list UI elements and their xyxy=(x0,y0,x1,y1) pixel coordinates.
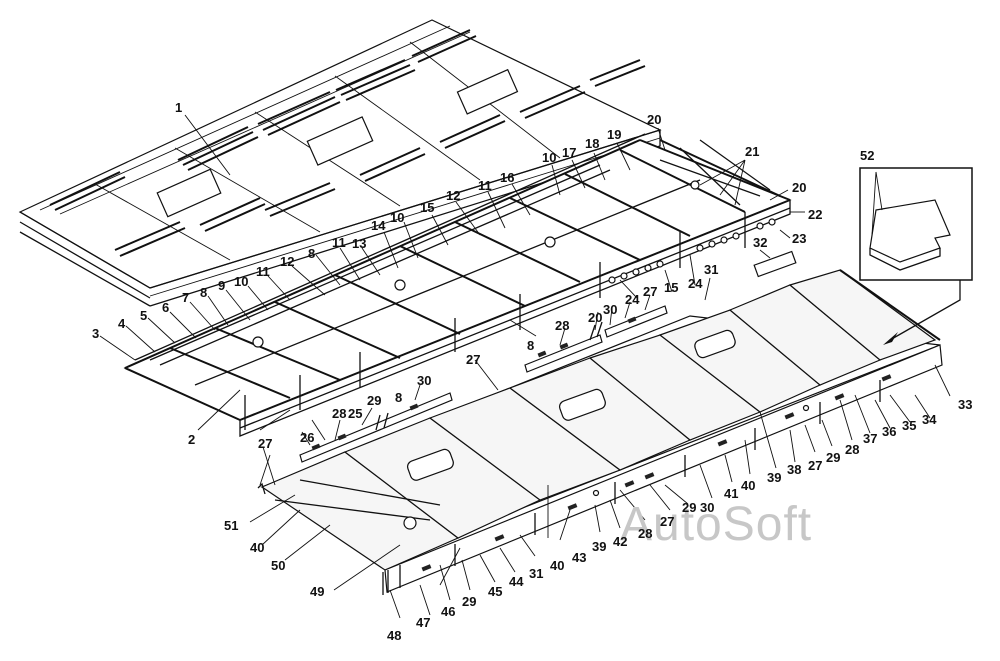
callout-49: 49 xyxy=(310,584,324,599)
part-32 xyxy=(753,250,797,278)
callout-12-b: 12 xyxy=(446,188,460,203)
callout-6: 6 xyxy=(162,300,169,315)
callout-19: 19 xyxy=(607,127,621,142)
callout-27-e: 27 xyxy=(808,458,822,473)
callout-37: 37 xyxy=(863,431,877,446)
callout-50: 50 xyxy=(271,558,285,573)
callout-8-a: 8 xyxy=(200,285,207,300)
callout-21: 21 xyxy=(745,144,759,159)
frame-side-openings xyxy=(244,212,776,430)
callout-25: 25 xyxy=(348,406,362,421)
frame-cross-members xyxy=(149,139,781,399)
callout-34: 34 xyxy=(922,412,937,427)
callout-11-c: 11 xyxy=(478,178,492,193)
callout-12-a: 12 xyxy=(280,254,294,269)
callout-20-a: 20 xyxy=(647,112,661,127)
callout-16: 16 xyxy=(500,170,514,185)
callout-33: 33 xyxy=(958,397,972,412)
callout-45: 45 xyxy=(488,584,502,599)
callout-28-d: 28 xyxy=(845,442,859,457)
callout-39-b: 39 xyxy=(592,539,606,554)
callout-23: 23 xyxy=(792,231,806,246)
callout-32: 32 xyxy=(753,235,767,250)
callout-22: 22 xyxy=(808,207,822,222)
callout-28-a: 28 xyxy=(332,406,346,421)
callout-4: 4 xyxy=(118,316,126,331)
callout-8-c: 8 xyxy=(395,390,402,405)
callout-15-b: 15 xyxy=(664,280,678,295)
callout-30-a: 30 xyxy=(417,373,431,388)
callout-35: 35 xyxy=(902,418,916,433)
callout-28-c: 28 xyxy=(638,526,652,541)
callout-10-a: 10 xyxy=(234,274,248,289)
callout-29-d: 29 xyxy=(826,450,840,465)
callout-40-b: 40 xyxy=(550,558,564,573)
callout-5: 5 xyxy=(140,308,147,323)
roof-frame xyxy=(123,133,792,437)
callout-27-c: 27 xyxy=(643,284,657,299)
callout-8-d: 8 xyxy=(527,338,534,353)
callout-27-a: 27 xyxy=(258,436,272,451)
callout-31-a: 31 xyxy=(704,262,718,277)
skin-slot-bands xyxy=(49,29,646,257)
callout-51: 51 xyxy=(224,518,238,533)
callout-labels: 1 2 3 4 5 6 7 8 8 8 8 9 10 10 10 11 11 1… xyxy=(92,100,972,643)
callout-41: 41 xyxy=(724,486,738,501)
callout-28-b: 28 xyxy=(555,318,569,333)
callout-11-b: 11 xyxy=(332,235,346,250)
callout-15-a: 15 xyxy=(420,200,434,215)
callout-9: 9 xyxy=(218,278,225,293)
callout-30-c: 30 xyxy=(700,500,714,515)
inner-ceiling-panels xyxy=(257,269,943,595)
callout-24-a: 24 xyxy=(625,292,640,307)
callout-27-d: 27 xyxy=(660,514,674,529)
outer-roof-skin xyxy=(18,19,662,307)
callout-40-c: 40 xyxy=(250,540,264,555)
callout-39-a: 39 xyxy=(767,470,781,485)
callout-47: 47 xyxy=(416,615,430,630)
watermark: AutoSoft xyxy=(620,498,812,551)
callout-52: 52 xyxy=(860,148,874,163)
leader-lines xyxy=(99,114,951,619)
callout-26: 26 xyxy=(300,430,314,445)
callout-13: 13 xyxy=(352,236,366,251)
callout-46: 46 xyxy=(441,604,455,619)
callout-7: 7 xyxy=(182,290,189,305)
callout-27-b: 27 xyxy=(466,352,480,367)
callout-20-b: 20 xyxy=(792,180,806,195)
callout-42: 42 xyxy=(613,534,627,549)
callout-10-b: 10 xyxy=(390,210,404,225)
left-strips xyxy=(299,392,453,463)
callout-40-a: 40 xyxy=(741,478,755,493)
callout-17: 17 xyxy=(562,145,576,160)
callout-20-c: 20 xyxy=(588,310,602,325)
callout-29-c: 29 xyxy=(682,500,696,515)
callout-29-b: 29 xyxy=(462,594,476,609)
callout-14: 14 xyxy=(371,218,386,233)
callout-11-a: 11 xyxy=(256,264,270,279)
callout-43: 43 xyxy=(572,550,586,565)
callout-1: 1 xyxy=(175,100,182,115)
callout-10-c: 10 xyxy=(542,150,556,165)
callout-29-a: 29 xyxy=(367,393,381,408)
callout-30-b: 30 xyxy=(603,302,617,317)
callout-3: 3 xyxy=(92,326,99,341)
mid-strips xyxy=(524,305,668,373)
detail-inset-52 xyxy=(859,167,973,345)
callout-8-b: 8 xyxy=(308,246,315,261)
callout-18: 18 xyxy=(585,136,599,151)
callout-48: 48 xyxy=(387,628,401,643)
callout-44: 44 xyxy=(509,574,524,589)
callout-2: 2 xyxy=(188,432,195,447)
callout-38: 38 xyxy=(787,462,801,477)
callout-36: 36 xyxy=(882,424,896,439)
callout-24-b: 24 xyxy=(688,276,703,291)
callout-31-b: 31 xyxy=(529,566,543,581)
